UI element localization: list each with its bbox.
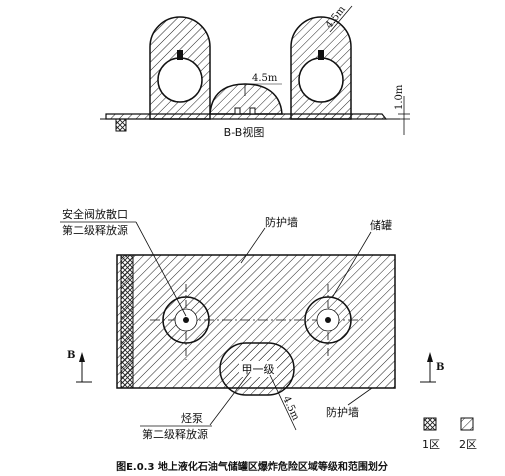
pump-plan-radius-label: 4.5m: [280, 395, 301, 423]
protective-wall-bottom-label: 防护墙: [326, 405, 359, 419]
section-caption: B-B视图: [224, 125, 265, 139]
pump-radius-label: 4.5m: [252, 73, 278, 84]
section-marker-right-arrow: [427, 352, 433, 362]
section-marker-right-label: B: [436, 362, 444, 373]
pump-leg-left: [234, 107, 241, 115]
pump-label-line2: 第二级释放源: [142, 427, 208, 441]
figure-caption: 图E.0.3 地上液化石油气储罐区爆炸危险区域等级和范围划分: [116, 460, 388, 473]
pump-label-leader: [209, 371, 251, 426]
left-tank-plan: [162, 296, 210, 344]
height-dim-label: 1.0m: [394, 84, 405, 110]
tank-leader: [331, 231, 372, 299]
legend: 1区 2区: [422, 417, 477, 451]
protective-wall-top-label: 防护墙: [265, 215, 298, 229]
right-tank: [298, 57, 344, 103]
ground-slab-zone2: [105, 113, 388, 120]
tank-radius-dim-line: [329, 5, 353, 33]
pump-label-line1: 烃泵: [181, 412, 203, 425]
section-marker-left-arrow: [79, 352, 85, 362]
right-safety-valve: [318, 50, 324, 60]
protective-wall-bottom-leader: [347, 387, 373, 406]
pump-label-bg: [239, 361, 277, 377]
pump-code-label: 甲一级: [242, 363, 275, 376]
left-valve-dot: [183, 317, 189, 323]
plan-view: 甲一级 4.5m B B 安全阀放散口 第二级释放源 防护墙 储罐 烃泵 第二级…: [60, 207, 444, 441]
section-view-bb: 4.5m 4.5m 1.0m B-B视图: [100, 4, 410, 139]
legend-zone2-label: 2区: [459, 438, 477, 451]
legend-zone1-label: 1区: [422, 438, 440, 451]
right-tank-plan: [304, 296, 352, 344]
safety-valve-label-line1: 安全阀放散口: [62, 207, 128, 221]
wall-zone1-block: [115, 118, 127, 132]
legend-zone1-swatch: [423, 417, 437, 431]
tank-label: 储罐: [370, 218, 392, 232]
right-valve-dot: [325, 317, 331, 323]
section-marker-left-label: B: [67, 350, 75, 361]
left-tank: [157, 57, 203, 103]
safety-valve-leader: [135, 221, 187, 317]
protective-wall-zone1: [120, 254, 134, 389]
pump-leg-right: [249, 107, 256, 115]
legend-zone2-swatch: [460, 417, 474, 431]
left-safety-valve: [177, 50, 183, 60]
pump-plan-radius-line: [269, 374, 297, 431]
pump-zone2-dome: [209, 83, 283, 115]
protective-wall-top-leader: [240, 227, 266, 264]
safety-valve-label-line2: 第二级释放源: [62, 223, 128, 237]
